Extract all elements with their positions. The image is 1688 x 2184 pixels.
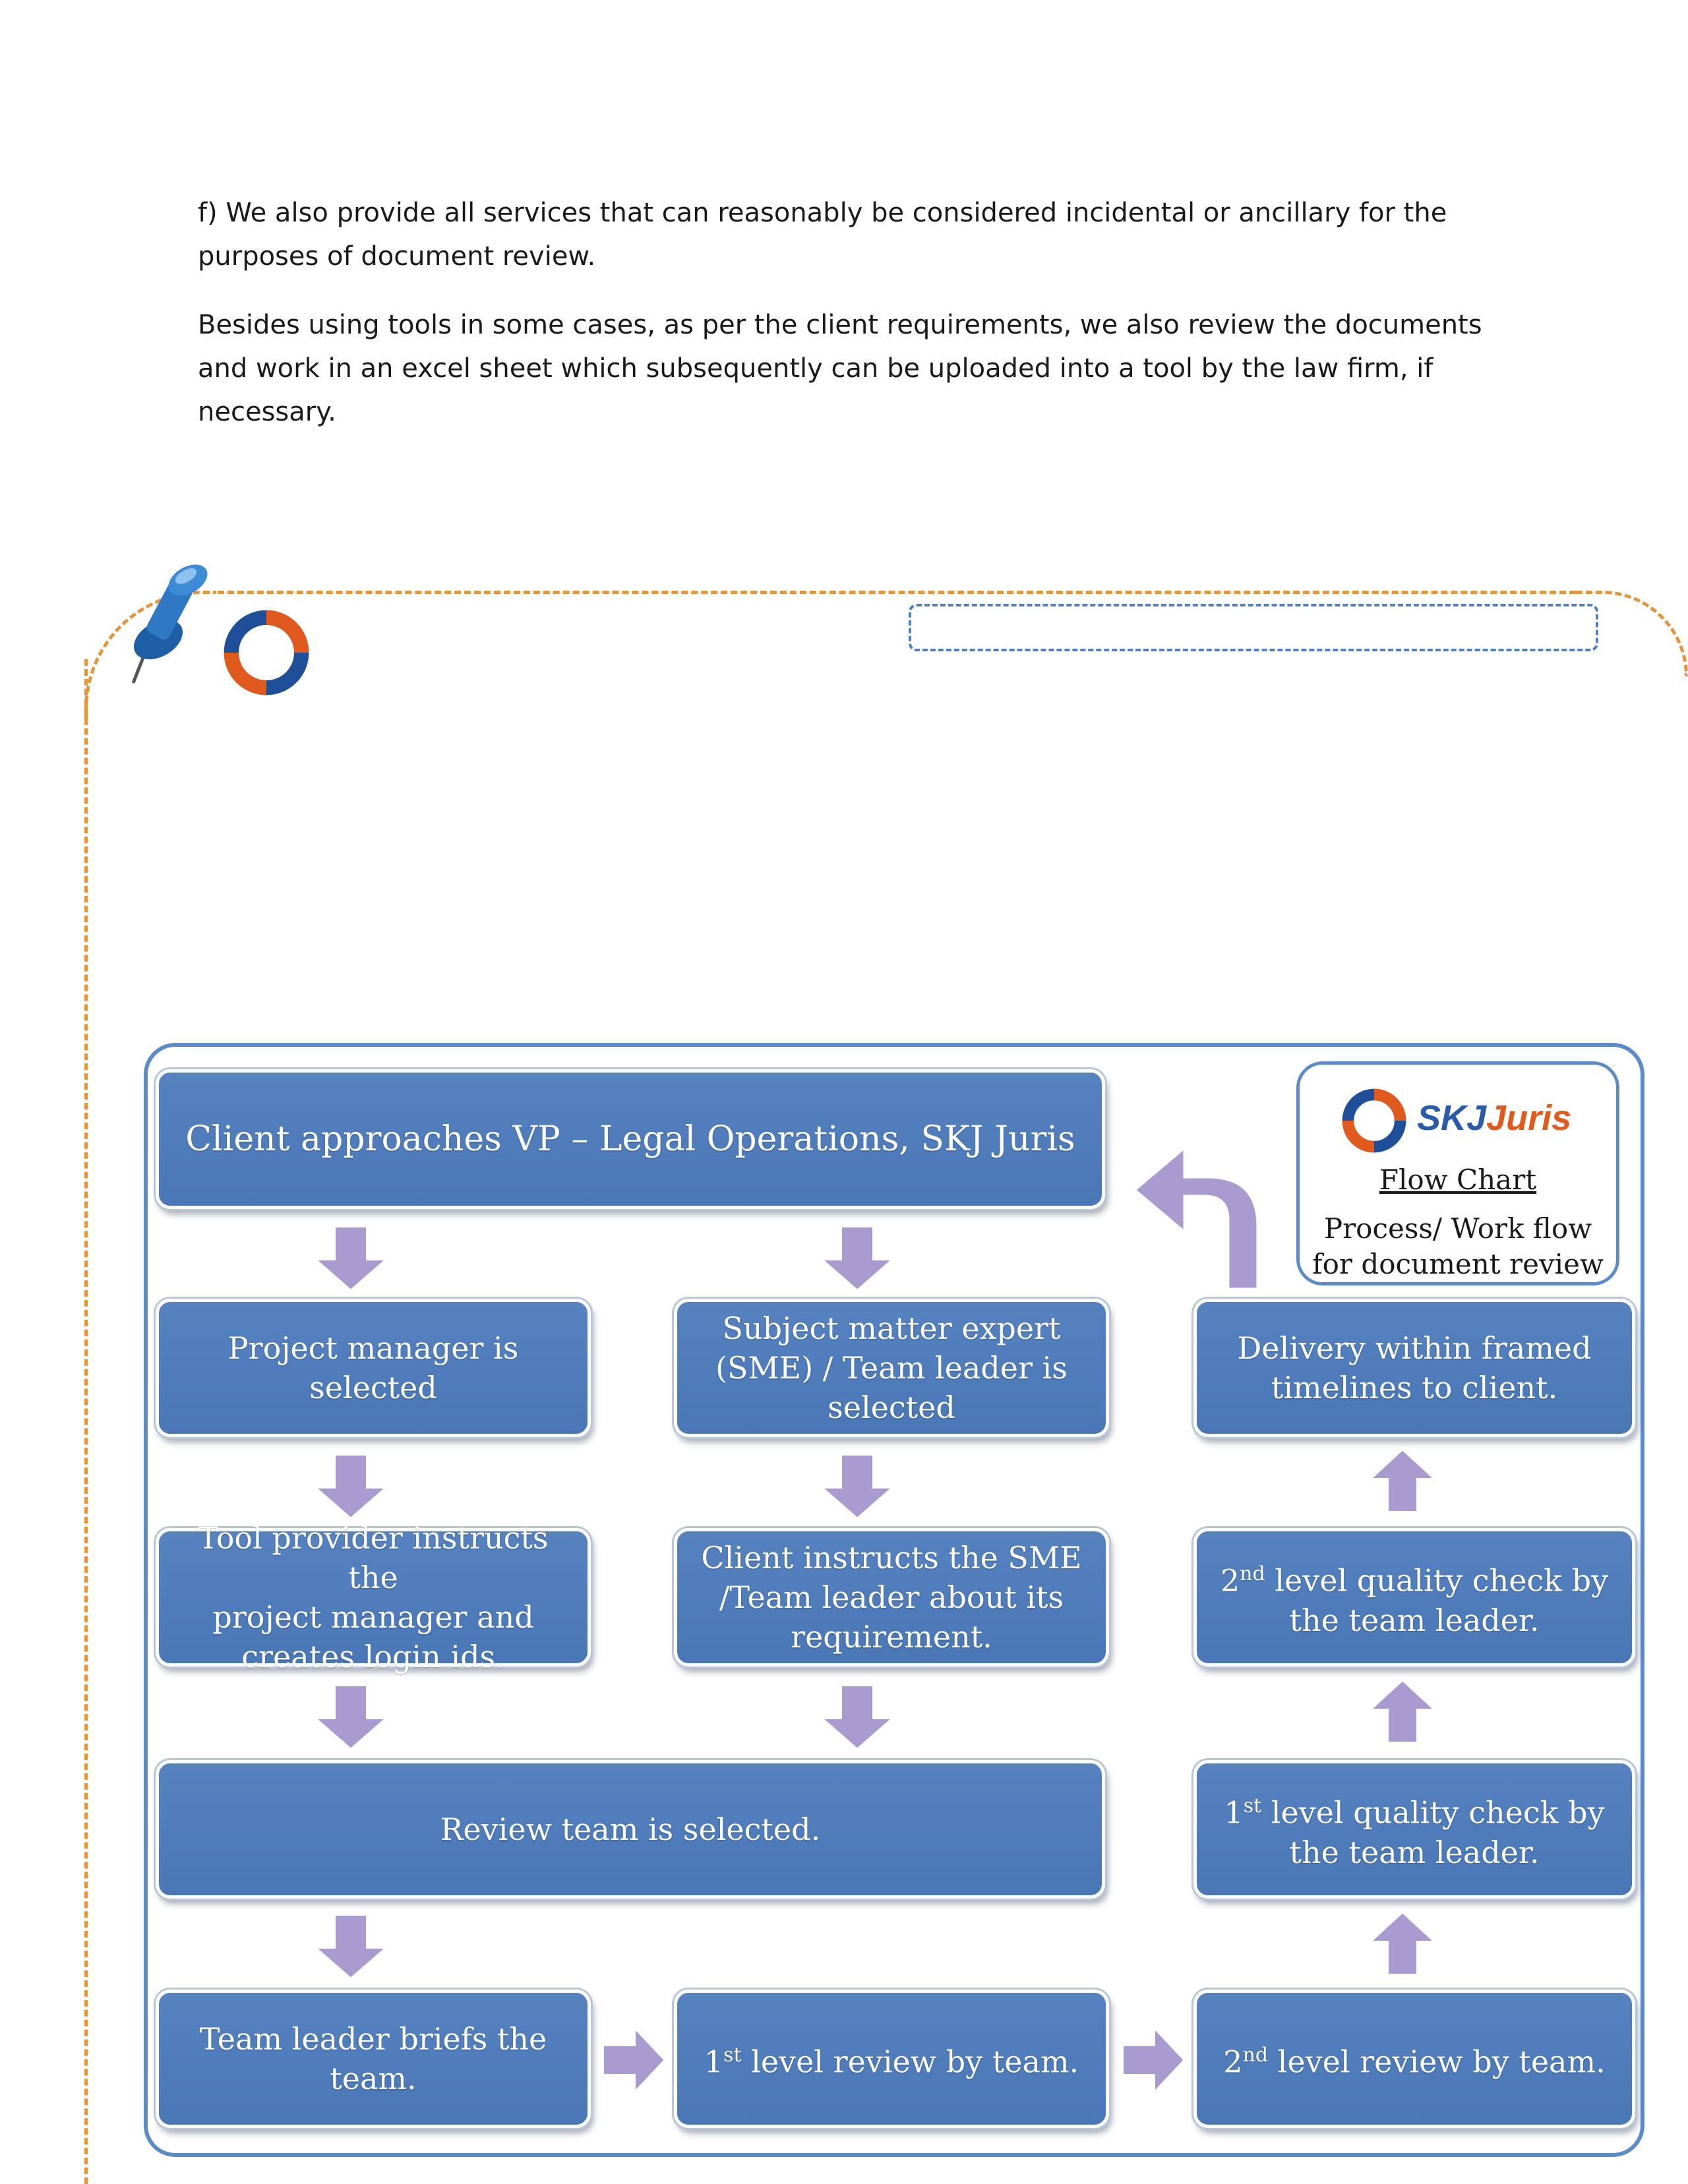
down-arrow-icon — [311, 1914, 390, 1980]
down-arrow-icon — [818, 1226, 897, 1292]
box-client-instructs: Client instructs the SME/Team leader abo… — [674, 1528, 1109, 1667]
paragraph-services: f) We also provide all services that can… — [198, 198, 1447, 272]
box-sme-selected: Subject matter expert(SME) / Team leader… — [674, 1299, 1109, 1437]
box-second-level-qc: 2nd level quality check by the team lead… — [1193, 1528, 1635, 1667]
legend-subtitle: Process/ Work flow for document review — [1312, 1212, 1604, 1280]
right-arrow-icon — [601, 2024, 667, 2096]
box-review-team-selected: Review team is selected. — [156, 1760, 1105, 1899]
pushpin-icon — [131, 564, 208, 684]
up-arrow-icon — [1366, 1678, 1439, 1744]
skj-logo-icon — [224, 610, 309, 695]
u-turn-arrow-icon — [1131, 1143, 1260, 1291]
box-first-level-qc: 1st level quality check by the team lead… — [1193, 1760, 1635, 1899]
down-arrow-icon — [311, 1226, 390, 1292]
down-arrow-icon — [311, 1685, 390, 1751]
down-arrow-icon — [818, 1454, 897, 1520]
frame-top-border — [218, 591, 1576, 594]
box-second-level-review: 2nd level review by team. — [1193, 1990, 1635, 2128]
flowchart-legend: SKJJuris Flow Chart Process/ Work flow f… — [1296, 1061, 1619, 1285]
box-first-level-review: 1st level review by team. — [674, 1990, 1109, 2128]
skj-logo-icon — [1342, 1088, 1406, 1153]
down-arrow-icon — [311, 1454, 390, 1520]
frame-left-border — [84, 659, 88, 2184]
paragraph-tools: Besides using tools in some cases, as pe… — [198, 310, 1482, 427]
legend-title: Flow Chart — [1379, 1164, 1537, 1196]
down-arrow-icon — [818, 1685, 897, 1751]
up-arrow-icon — [1366, 1910, 1439, 1976]
brand-name: SKJJuris — [1417, 1098, 1572, 1138]
dashed-header-box — [909, 604, 1598, 651]
right-arrow-icon — [1121, 2024, 1187, 2096]
box-client-approaches: Client approaches VP – Legal Operations,… — [156, 1069, 1105, 1209]
up-arrow-icon — [1366, 1448, 1439, 1514]
